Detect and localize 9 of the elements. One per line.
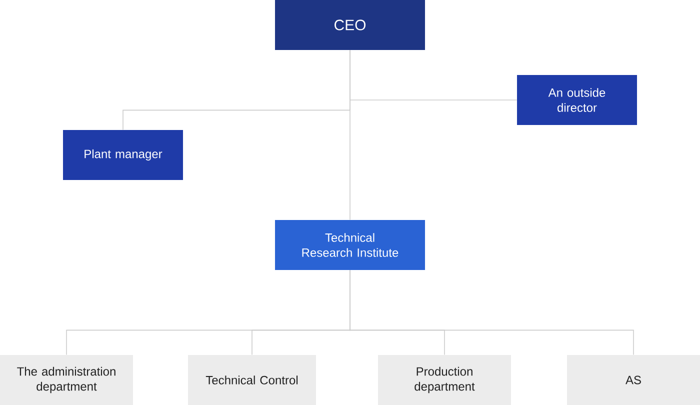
- manager-box: Plant manager: [63, 130, 183, 180]
- department-box: Technical Control: [188, 355, 316, 405]
- department-box: AS: [567, 355, 700, 405]
- institute-box: Technical Research Institute: [275, 220, 425, 270]
- department-box: The administration department: [0, 355, 133, 405]
- department-box: Production department: [378, 355, 511, 405]
- director-box: An outside director: [517, 75, 637, 125]
- ceo-box: CEO: [275, 0, 425, 50]
- connector-line: [350, 270, 634, 356]
